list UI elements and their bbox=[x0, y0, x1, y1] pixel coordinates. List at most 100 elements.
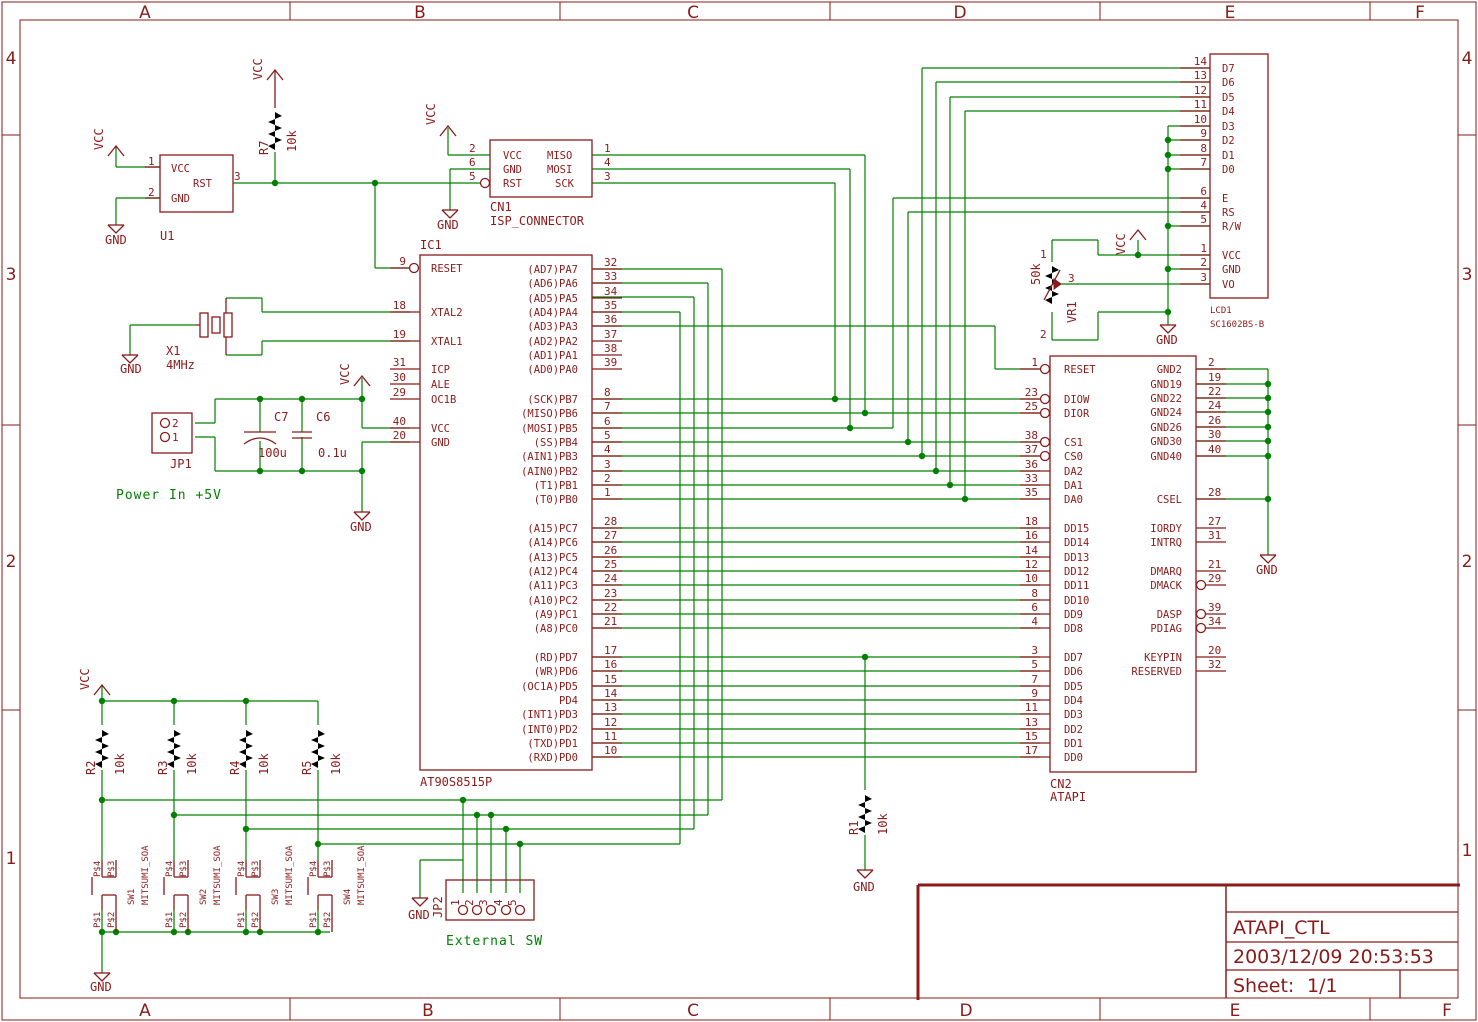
switch-type: MITSUMI_SOA bbox=[141, 845, 151, 905]
cn2-pin-label: DD0 bbox=[1064, 752, 1083, 764]
jp2-pin-num: 5 bbox=[506, 899, 519, 906]
u1-pin-num: 2 bbox=[148, 186, 155, 199]
cn2-pin-number: 19 bbox=[1208, 371, 1221, 384]
cn2-pin-number: 32 bbox=[1208, 658, 1221, 671]
ic1-pin-number: 37 bbox=[604, 328, 617, 341]
cn2-pin-number: 33 bbox=[1025, 472, 1038, 485]
cn2-pin-label: DD2 bbox=[1064, 724, 1083, 736]
ic1-pin-number: 1 bbox=[604, 486, 611, 499]
jp2-note: External SW bbox=[446, 934, 543, 949]
cn2-pin-number: 3 bbox=[1031, 644, 1038, 657]
ic1-pin-number: 16 bbox=[604, 658, 617, 671]
cn2-pin-label: RESERVED bbox=[1131, 666, 1182, 678]
row-label-left-3: 3 bbox=[6, 265, 17, 285]
cn2-pin-number: 24 bbox=[1208, 399, 1222, 412]
lcd1-pin-number: 5 bbox=[1200, 213, 1207, 226]
r4-ref: R4 bbox=[228, 761, 242, 775]
ic1-pin-label: OC1B bbox=[431, 394, 456, 406]
vcc-label-lcd: VCC bbox=[1114, 233, 1128, 255]
col-label-top-b: B bbox=[414, 3, 426, 23]
lcd1-pin-number: 4 bbox=[1200, 199, 1207, 212]
jp1-power-input: 2 1 JP1 Power In +5V bbox=[116, 412, 222, 503]
ic1-pin-label: (A12)PC4 bbox=[527, 566, 578, 578]
cn2-pin-label: GND26 bbox=[1150, 422, 1182, 434]
cn2-pin-label: DIOR bbox=[1064, 408, 1090, 420]
cn2-pin-label: GND24 bbox=[1150, 407, 1182, 419]
ic1-pin-number: 35 bbox=[604, 299, 617, 312]
ic1-pin-number: 22 bbox=[604, 601, 617, 614]
switch-pin-label: P$4 bbox=[165, 861, 175, 877]
cn2-pin-label: GND19 bbox=[1150, 379, 1182, 391]
ic1-pin-label: (INT1)PD3 bbox=[521, 709, 578, 721]
switch-pin-label: P$3 bbox=[107, 861, 117, 877]
ic1-pin-label: (AD4)PA4 bbox=[527, 307, 578, 319]
row-label-left-2: 2 bbox=[6, 552, 17, 572]
col-label-bottom-f: F bbox=[1442, 1001, 1452, 1021]
lcd1-pin-label: R/W bbox=[1222, 221, 1242, 233]
jp2-pin-num: 4 bbox=[492, 899, 505, 906]
cn2-pin-label: DA2 bbox=[1064, 466, 1083, 478]
cn2-pin-label: CS1 bbox=[1064, 437, 1083, 449]
cn2-pin-label: DD15 bbox=[1064, 523, 1089, 535]
ic1-pin-label: (AD1)PA1 bbox=[527, 350, 578, 362]
lcd1-pin-number: 13 bbox=[1194, 69, 1207, 82]
x1-value: 4MHz bbox=[166, 358, 195, 372]
lcd1-pin-label: E bbox=[1222, 193, 1228, 205]
power-symbols bbox=[93, 68, 1277, 982]
cn2-pin-number: 30 bbox=[1208, 428, 1221, 441]
cn2-pin-label: DD1 bbox=[1064, 738, 1083, 750]
ic1-pin-label: (T0)PB0 bbox=[534, 494, 578, 506]
vr1-value: 50k bbox=[1029, 263, 1043, 285]
cn1-pin-num: 2 bbox=[469, 142, 476, 155]
cn2-pin-label: DD10 bbox=[1064, 595, 1089, 607]
ic1-pin-number: 25 bbox=[604, 558, 617, 571]
cn2-pin-label: DD8 bbox=[1064, 623, 1083, 635]
lcd1-pin-label: D1 bbox=[1222, 150, 1235, 162]
ic1-pin-number: 6 bbox=[604, 415, 611, 428]
cn2-pin-label: DA0 bbox=[1064, 494, 1083, 506]
cn2-pin-label: PDIAG bbox=[1150, 623, 1182, 635]
vcc-label-isp: VCC bbox=[424, 103, 438, 125]
u1-reset-ic: VCC RST GND 1 3 2 U1 bbox=[145, 154, 241, 243]
switch-pin-label: P$3 bbox=[251, 861, 261, 877]
cn2-pin-number: 23 bbox=[1025, 386, 1038, 399]
ic1-pin-number: 5 bbox=[604, 429, 611, 442]
cn2-pin-number: 15 bbox=[1025, 730, 1038, 743]
ic1-pin-number: 10 bbox=[604, 744, 617, 757]
lcd1-pin-label: D5 bbox=[1222, 92, 1235, 104]
jp1-note: Power In +5V bbox=[116, 488, 222, 503]
cn1-pin-num: 4 bbox=[604, 156, 611, 169]
ic1-pin-label: (SS)PB4 bbox=[534, 437, 578, 449]
ic1-pin-number: 9 bbox=[399, 255, 406, 268]
r5-ref: R5 bbox=[300, 761, 314, 775]
c6-ref: C6 bbox=[316, 410, 330, 424]
ic1-pin-label: RESET bbox=[431, 263, 463, 275]
ic1-pin-number: 38 bbox=[604, 342, 617, 355]
cn2-pin-number: 31 bbox=[1208, 529, 1221, 542]
vcc-label-r7: VCC bbox=[251, 58, 265, 80]
cn2-pin-label: DD4 bbox=[1064, 695, 1083, 707]
switch-pin-label: P$2 bbox=[107, 912, 117, 928]
switch-type: MITSUMI_SOA bbox=[213, 845, 223, 905]
jp2-pin-num: 1 bbox=[449, 899, 462, 906]
cn2-pin-number: 29 bbox=[1208, 572, 1221, 585]
ic1-pin-number: 31 bbox=[393, 356, 406, 369]
ic1-pin-label: VCC bbox=[431, 423, 450, 435]
cn2-pin-label: INTRQ bbox=[1150, 537, 1182, 549]
lcd1-pin-number: 9 bbox=[1200, 127, 1207, 140]
cn2-pin-label: GND40 bbox=[1150, 451, 1182, 463]
r1-resistor: R1 10k bbox=[847, 790, 890, 835]
switch-pin-label: P$4 bbox=[237, 861, 247, 877]
r2-value: 10k bbox=[113, 753, 127, 775]
ic1-pin-number: 19 bbox=[393, 328, 406, 341]
ic1-pin-number: 18 bbox=[393, 299, 406, 312]
ic1-pin-label: (OC1A)PD5 bbox=[521, 681, 578, 693]
ic1-pin-number: 11 bbox=[604, 730, 617, 743]
lcd1-name: SC1602BS-B bbox=[1210, 320, 1264, 330]
cn1-pin-num: 3 bbox=[604, 170, 611, 183]
ic1-pin-number: 32 bbox=[604, 256, 617, 269]
switch-pin-label: P$1 bbox=[165, 912, 175, 928]
lcd1-pin-label: D7 bbox=[1222, 63, 1235, 75]
row-label-right-2: 2 bbox=[1462, 552, 1473, 572]
